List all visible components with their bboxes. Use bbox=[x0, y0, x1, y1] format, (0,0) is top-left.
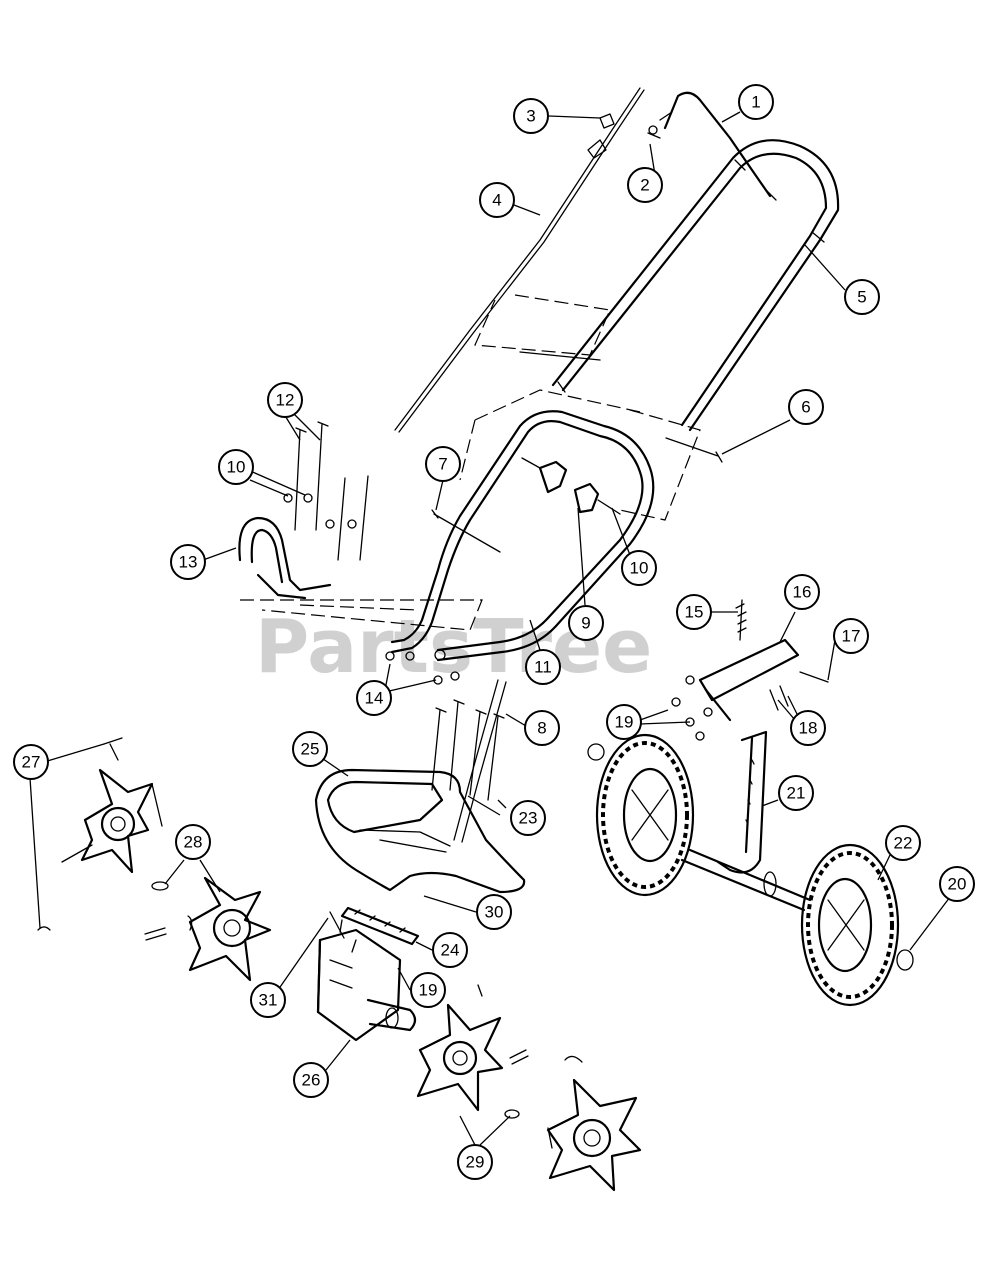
callout-10-left: 10 bbox=[218, 449, 254, 485]
svg-text:12: 12 bbox=[276, 391, 295, 410]
callout-11: 11 bbox=[525, 649, 561, 685]
bolt-31 bbox=[329, 911, 345, 939]
callout-15: 15 bbox=[676, 594, 712, 630]
svg-text:25: 25 bbox=[301, 740, 320, 759]
svg-text:26: 26 bbox=[302, 1071, 321, 1090]
svg-text:17: 17 bbox=[842, 627, 861, 646]
svg-text:24: 24 bbox=[441, 941, 460, 960]
handle-knobs bbox=[521, 457, 621, 515]
callout-20: 20 bbox=[939, 866, 975, 902]
callout-29: 29 bbox=[457, 1144, 493, 1180]
callout-2: 2 bbox=[627, 167, 663, 203]
tine-shield bbox=[314, 768, 526, 894]
svg-text:19: 19 bbox=[615, 713, 634, 732]
callout-4: 4 bbox=[479, 182, 515, 218]
callout-3: 3 bbox=[513, 98, 549, 134]
svg-text:21: 21 bbox=[787, 784, 806, 803]
callout-27: 27 bbox=[13, 744, 49, 780]
callout-10-right: 10 bbox=[621, 550, 657, 586]
callout-8: 8 bbox=[524, 710, 560, 746]
transmission-26 bbox=[316, 919, 417, 1042]
svg-text:18: 18 bbox=[799, 719, 818, 738]
svg-text:16: 16 bbox=[793, 583, 812, 602]
svg-text:11: 11 bbox=[534, 658, 552, 677]
callout-19-bottom: 19 bbox=[410, 972, 446, 1008]
callout-31: 31 bbox=[250, 982, 286, 1018]
tine-left-inner bbox=[188, 876, 272, 982]
svg-text:19: 19 bbox=[419, 981, 438, 1000]
callout-14: 14 bbox=[356, 680, 392, 716]
wheel-left bbox=[587, 733, 695, 897]
tine-pins-left bbox=[37, 737, 193, 941]
bolts-12 bbox=[283, 421, 369, 561]
alignment-boxes bbox=[459, 294, 701, 521]
nuts-14 bbox=[385, 651, 460, 685]
callout-21: 21 bbox=[778, 775, 814, 811]
callout-7: 7 bbox=[425, 446, 461, 482]
callout-12: 12 bbox=[267, 382, 303, 418]
svg-text:27: 27 bbox=[22, 753, 41, 772]
callout-19-right: 19 bbox=[606, 704, 642, 740]
callout-16: 16 bbox=[784, 574, 820, 610]
lower-handle bbox=[390, 410, 655, 662]
shaft-8 bbox=[453, 679, 507, 843]
callout-24: 24 bbox=[432, 932, 468, 968]
callout-9: 9 bbox=[568, 605, 604, 641]
callout-26: 26 bbox=[293, 1062, 329, 1098]
svg-text:28: 28 bbox=[184, 833, 203, 852]
wheel-axle bbox=[680, 848, 812, 912]
tine-right-inner bbox=[416, 1003, 504, 1112]
svg-text:20: 20 bbox=[948, 875, 967, 894]
callout-30: 30 bbox=[476, 894, 512, 930]
depth-bracket bbox=[671, 599, 829, 741]
svg-text:1: 1 bbox=[751, 93, 760, 112]
upper-handle bbox=[519, 139, 840, 432]
callout-17: 17 bbox=[833, 618, 869, 654]
svg-text:23: 23 bbox=[519, 809, 538, 828]
svg-text:10: 10 bbox=[227, 458, 246, 477]
svg-text:8: 8 bbox=[537, 719, 546, 738]
control-lever bbox=[647, 91, 777, 201]
svg-text:3: 3 bbox=[526, 107, 535, 126]
svg-text:22: 22 bbox=[894, 834, 913, 853]
bolts-23 bbox=[431, 699, 505, 801]
handle-base bbox=[238, 516, 483, 631]
callout-1: 1 bbox=[738, 84, 774, 120]
tine-pins-right bbox=[477, 984, 583, 1149]
callout-28: 28 bbox=[175, 824, 211, 860]
bracket-24 bbox=[340, 906, 420, 946]
svg-text:13: 13 bbox=[179, 553, 198, 572]
svg-text:15: 15 bbox=[685, 603, 704, 622]
callout-5: 5 bbox=[844, 279, 880, 315]
svg-text:2: 2 bbox=[640, 176, 649, 195]
svg-text:29: 29 bbox=[466, 1153, 485, 1172]
callout-18: 18 bbox=[790, 710, 826, 746]
callout-23: 23 bbox=[510, 800, 546, 836]
callout-6: 6 bbox=[788, 389, 824, 425]
wheel-right bbox=[800, 843, 914, 1007]
leader-lines bbox=[29, 111, 951, 1146]
callout-22: 22 bbox=[885, 825, 921, 861]
callout-25: 25 bbox=[292, 731, 328, 767]
svg-text:9: 9 bbox=[581, 614, 590, 633]
callout-13: 13 bbox=[170, 544, 206, 580]
tine-left-outer bbox=[61, 768, 163, 874]
svg-text:6: 6 bbox=[801, 398, 810, 417]
svg-text:7: 7 bbox=[438, 455, 447, 474]
svg-text:30: 30 bbox=[485, 903, 504, 922]
svg-text:10: 10 bbox=[630, 559, 649, 578]
svg-text:5: 5 bbox=[857, 288, 866, 307]
svg-text:31: 31 bbox=[259, 991, 278, 1010]
bolt-6 bbox=[665, 437, 723, 463]
tine-right-outer bbox=[546, 1078, 642, 1192]
rod-7 bbox=[431, 509, 501, 553]
depth-bar-21 bbox=[716, 730, 768, 874]
svg-text:14: 14 bbox=[365, 689, 384, 708]
svg-text:4: 4 bbox=[492, 191, 501, 210]
throttle-cable bbox=[394, 87, 645, 433]
